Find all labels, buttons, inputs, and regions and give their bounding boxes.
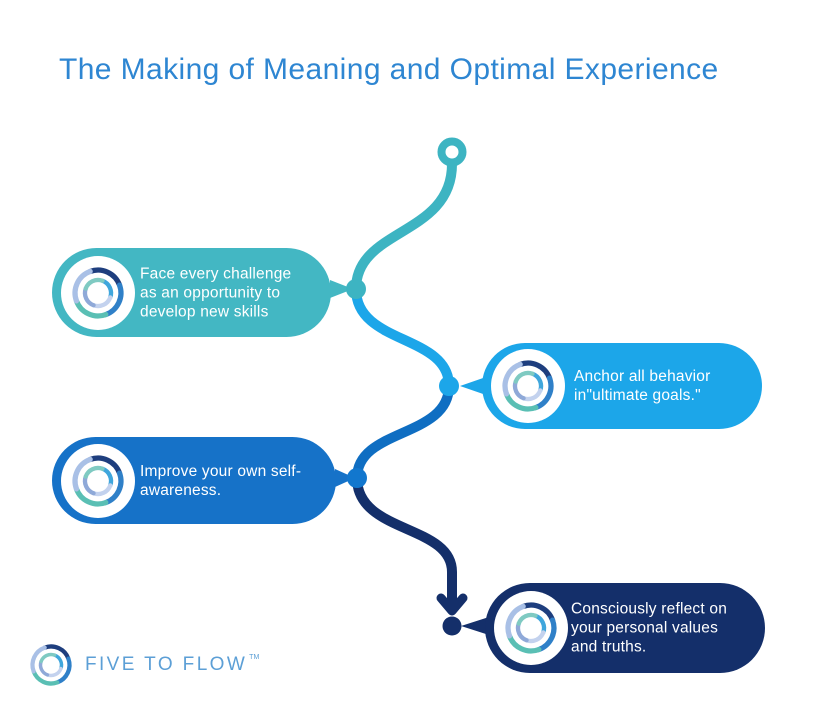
step-4-line-2: your personal values: [571, 619, 719, 637]
pill-tail-1: [330, 280, 353, 298]
path-arrowhead-icon: [436, 593, 468, 616]
path-segment-2: [351, 284, 454, 391]
trademark-symbol: TM: [249, 653, 260, 661]
connector-dot-2: [439, 376, 459, 396]
connector-dot-1: [346, 279, 366, 299]
step-pill-4: Consciously reflect on your personal val…: [485, 583, 765, 673]
five-to-flow-swirl-icon: [500, 597, 562, 659]
step-3-line-2: awareness.: [140, 481, 222, 499]
path-segment-4: [352, 473, 457, 613]
path-segment-1: [351, 159, 457, 294]
step-text-1: Face every challenge as an opportunity t…: [140, 264, 291, 321]
pill-tail-4: [461, 617, 489, 635]
step-text-4: Consciously reflect on your personal val…: [571, 600, 727, 657]
step-3-line-1: Improve your own self-: [140, 462, 302, 480]
pill-tail-3: [335, 469, 355, 487]
swirl-badge: [61, 443, 135, 518]
step-1-line-1: Face every challenge: [140, 265, 292, 282]
step-2-line-2: in"ultimate goals.": [574, 387, 701, 404]
step-1-line-2: as an opportunity to: [140, 284, 281, 301]
step-2-line-1: Anchor all behavior: [574, 368, 711, 385]
step-text-3: Improve your own self- awareness.: [140, 462, 301, 500]
connector-dot-4: [442, 616, 462, 636]
five-to-flow-logo: FIVE TO FLOW TM: [26, 640, 259, 690]
swirl-badge: [491, 349, 565, 423]
step-text-2: Anchor all behavior in"ultimate goals.": [574, 367, 711, 405]
step-pill-2: Anchor all behavior in"ultimate goals.": [482, 343, 762, 429]
pill-tail-2: [460, 377, 486, 395]
swirl-badge: [61, 255, 135, 330]
swirl-badge: [494, 591, 568, 665]
five-to-flow-swirl-icon: [26, 640, 76, 690]
path-segment-3: [352, 381, 454, 483]
page-title: The Making of Meaning and Optimal Experi…: [59, 53, 719, 86]
step-4-line-1: Consciously reflect on: [571, 600, 728, 618]
step-4-line-3: and truths.: [571, 638, 647, 656]
logo-wordmark: FIVE TO FLOW: [85, 654, 248, 675]
five-to-flow-swirl-icon: [497, 355, 559, 417]
step-pill-3: Improve your own self- awareness.: [52, 437, 336, 524]
five-to-flow-swirl-icon: [67, 450, 129, 512]
step-1-line-3: develop new skills: [140, 303, 269, 320]
connector-dot-3: [347, 468, 367, 488]
five-to-flow-swirl-icon: [67, 262, 129, 324]
step-pill-1: Face every challenge as an opportunity t…: [52, 248, 331, 337]
